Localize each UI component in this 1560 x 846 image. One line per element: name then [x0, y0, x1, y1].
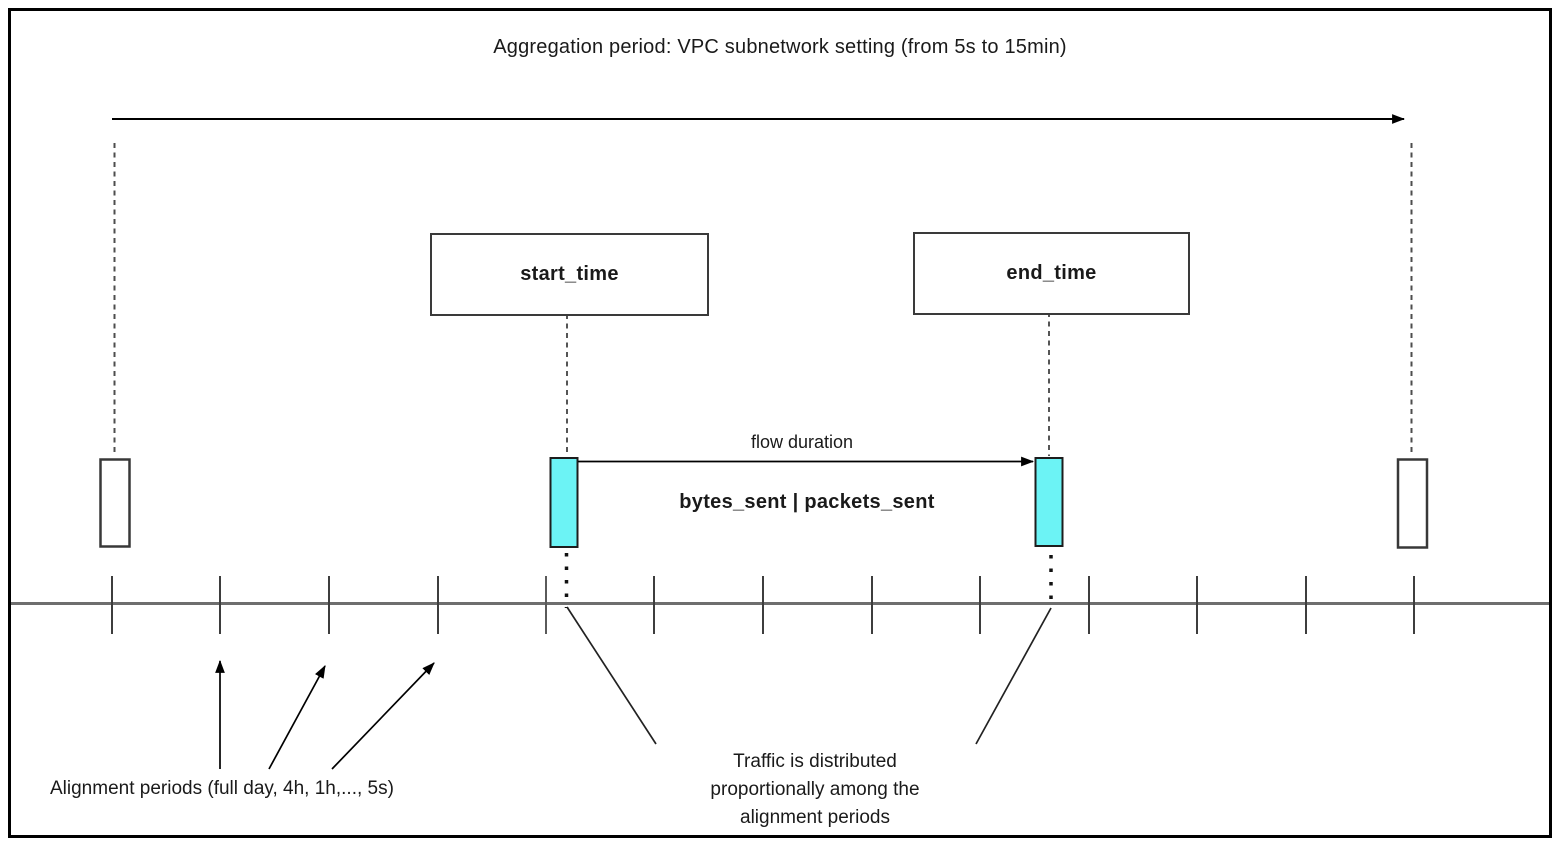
traffic-note-pointer-right: [975, 607, 1052, 745]
left-interval-marker: [99, 458, 131, 548]
traffic-note-line-3: alignment periods: [740, 807, 890, 828]
traffic-note-line-2: proportionally among the: [710, 779, 920, 800]
flow-duration-label: flow duration: [750, 432, 854, 452]
end-time-box: end_time: [913, 232, 1190, 315]
traffic-note-line-1: Traffic is distributed: [733, 751, 897, 772]
diagram-border: [8, 8, 1552, 838]
start-time-label: start_time: [520, 263, 619, 285]
end-time-marker: [1034, 457, 1064, 547]
flow-metrics-label: bytes_sent | packets_sent: [679, 491, 935, 513]
start-time-marker: [549, 457, 579, 548]
start-time-box: start_time: [430, 233, 709, 316]
alignment-periods-label: Alignment periods (full day, 4h, 1h,...,…: [50, 778, 394, 799]
right-interval-marker: [1396, 458, 1429, 549]
traffic-note-pointer-left: [566, 606, 657, 745]
alignment-arrow-2: [268, 665, 326, 770]
end-time-label: end_time: [1006, 262, 1097, 284]
diagram-title: Aggregation period: VPC subnetwork setti…: [493, 36, 1067, 58]
traffic-distribution-note: Traffic is distributed proportionally am…: [665, 748, 965, 832]
alignment-arrow-3: [331, 662, 435, 770]
